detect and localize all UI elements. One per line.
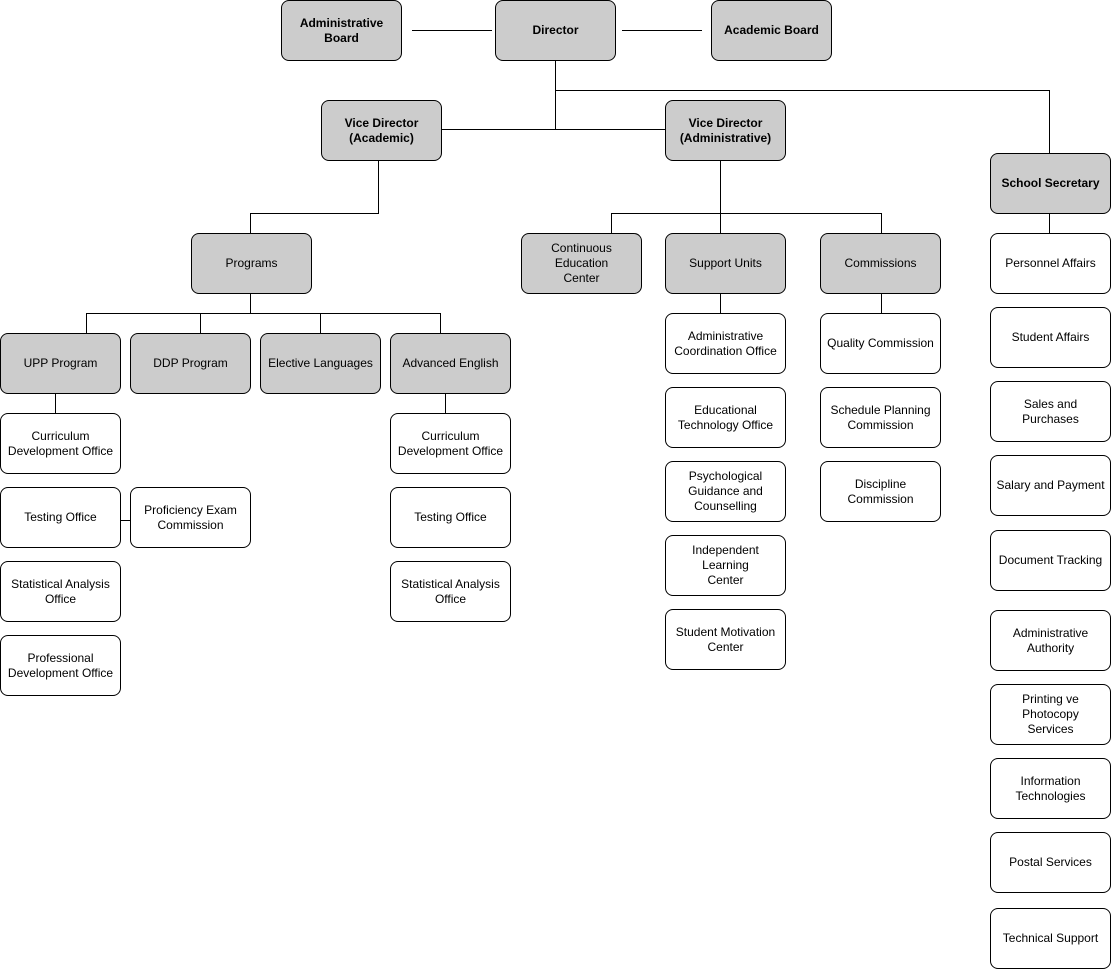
schedule-planning-commission-node: Schedule Planning Commission [820,387,941,448]
director-label: Director [532,23,579,37]
quality-commission-node: Quality Commission [820,313,941,374]
sales-and-purchases-node: Sales and Purchases [990,381,1111,442]
administrative-authority-label: Administrative Authority [1012,625,1089,655]
upp-testing-office-node: Testing Office [0,487,121,548]
advanced-english-node: Advanced English [390,333,511,394]
personnel-affairs-node: Personnel Affairs [990,233,1111,294]
commissions-node: Commissions [820,233,941,294]
upp-professional-development-office-label: Professional Development Office [7,650,114,680]
upp-curriculum-office-node: Curriculum Development Office [0,413,121,474]
document-tracking-label: Document Tracking [998,553,1103,567]
ae-statistical-analysis-office-node: Statistical Analysis Office [390,561,511,622]
upp-professional-development-office-node: Professional Development Office [0,635,121,696]
technical-support-label: Technical Support [1002,931,1099,945]
discipline-commission-node: Discipline Commission [820,461,941,522]
director-node: Director [495,0,616,61]
ae-testing-office-label: Testing Office [414,510,487,524]
school-secretary-label: School Secretary [1001,176,1100,190]
commissions-label: Commissions [844,256,917,270]
upp-program-label: UPP Program [23,356,98,370]
student-motivation-center-node: Student Motivation Center [665,609,786,670]
ae-curriculum-office-node: Curriculum Development Office [390,413,511,474]
salary-and-payment-node: Salary and Payment [990,455,1111,516]
support-units-node: Support Units [665,233,786,294]
student-affairs-node: Student Affairs [990,307,1111,368]
administrative-board-node: Administrative Board [281,0,402,61]
salary-and-payment-label: Salary and Payment [996,478,1105,492]
administrative-authority-node: Administrative Authority [990,610,1111,671]
sales-and-purchases-label: Sales and Purchases [1022,396,1079,426]
student-affairs-label: Student Affairs [1011,330,1090,344]
programs-node: Programs [191,233,312,294]
upp-curriculum-office-label: Curriculum Development Office [7,428,114,458]
upp-statistical-analysis-office-node: Statistical Analysis Office [0,561,121,622]
support-units-label: Support Units [689,256,762,270]
proficiency-exam-commission-label: Proficiency Exam Commission [144,502,237,532]
vice-director-academic-label: Vice Director (Academic) [344,115,419,145]
ae-statistical-analysis-office-label: Statistical Analysis Office [401,576,500,606]
continuous-education-center-node: Continuous Education Center [521,233,642,294]
quality-commission-label: Quality Commission [827,336,934,350]
vice-director-academic-node: Vice Director (Academic) [321,100,442,161]
advanced-english-label: Advanced English [402,356,499,370]
upp-statistical-analysis-office-label: Statistical Analysis Office [11,576,110,606]
administrative-coordination-office-node: Administrative Coordination Office [665,313,786,374]
personnel-affairs-label: Personnel Affairs [1005,256,1096,270]
elective-languages-node: Elective Languages [260,333,381,394]
discipline-commission-label: Discipline Commission [847,476,914,506]
psychological-guidance-label: Psychological Guidance and Counselling [688,469,763,513]
upp-testing-office-label: Testing Office [24,510,97,524]
administrative-board-label: Administrative Board [299,15,384,45]
psychological-guidance-node: Psychological Guidance and Counselling [665,461,786,522]
document-tracking-node: Document Tracking [990,530,1111,591]
postal-services-node: Postal Services [990,832,1111,893]
academic-board-node: Academic Board [711,0,832,61]
ae-testing-office-node: Testing Office [390,487,511,548]
printing-photocopy-services-label: Printing ve Photocopy Services [1022,692,1079,736]
schedule-planning-commission-label: Schedule Planning Commission [830,402,931,432]
postal-services-label: Postal Services [1009,855,1092,869]
school-secretary-node: School Secretary [990,153,1111,214]
upp-program-node: UPP Program [0,333,121,394]
continuous-education-center-label: Continuous Education Center [551,241,612,285]
ddp-program-node: DDP Program [130,333,251,394]
educational-technology-office-label: Educational Technology Office [677,402,774,432]
information-technologies-label: Information Technologies [1015,773,1086,803]
independent-learning-center-node: Independent Learning Center [665,535,786,596]
programs-label: Programs [225,256,278,270]
printing-photocopy-services-node: Printing ve Photocopy Services [990,684,1111,745]
vice-director-administrative-node: Vice Director (Administrative) [665,100,786,161]
independent-learning-center-label: Independent Learning Center [692,543,759,587]
student-motivation-center-label: Student Motivation Center [675,624,776,654]
ae-curriculum-office-label: Curriculum Development Office [397,428,504,458]
technical-support-node: Technical Support [990,908,1111,969]
elective-languages-label: Elective Languages [268,356,373,370]
proficiency-exam-commission-node: Proficiency Exam Commission [130,487,251,548]
educational-technology-office-node: Educational Technology Office [665,387,786,448]
information-technologies-node: Information Technologies [990,758,1111,819]
academic-board-label: Academic Board [724,23,819,37]
vice-director-administrative-label: Vice Director (Administrative) [679,115,772,145]
ddp-program-label: DDP Program [153,356,228,370]
administrative-coordination-office-label: Administrative Coordination Office [674,328,777,358]
